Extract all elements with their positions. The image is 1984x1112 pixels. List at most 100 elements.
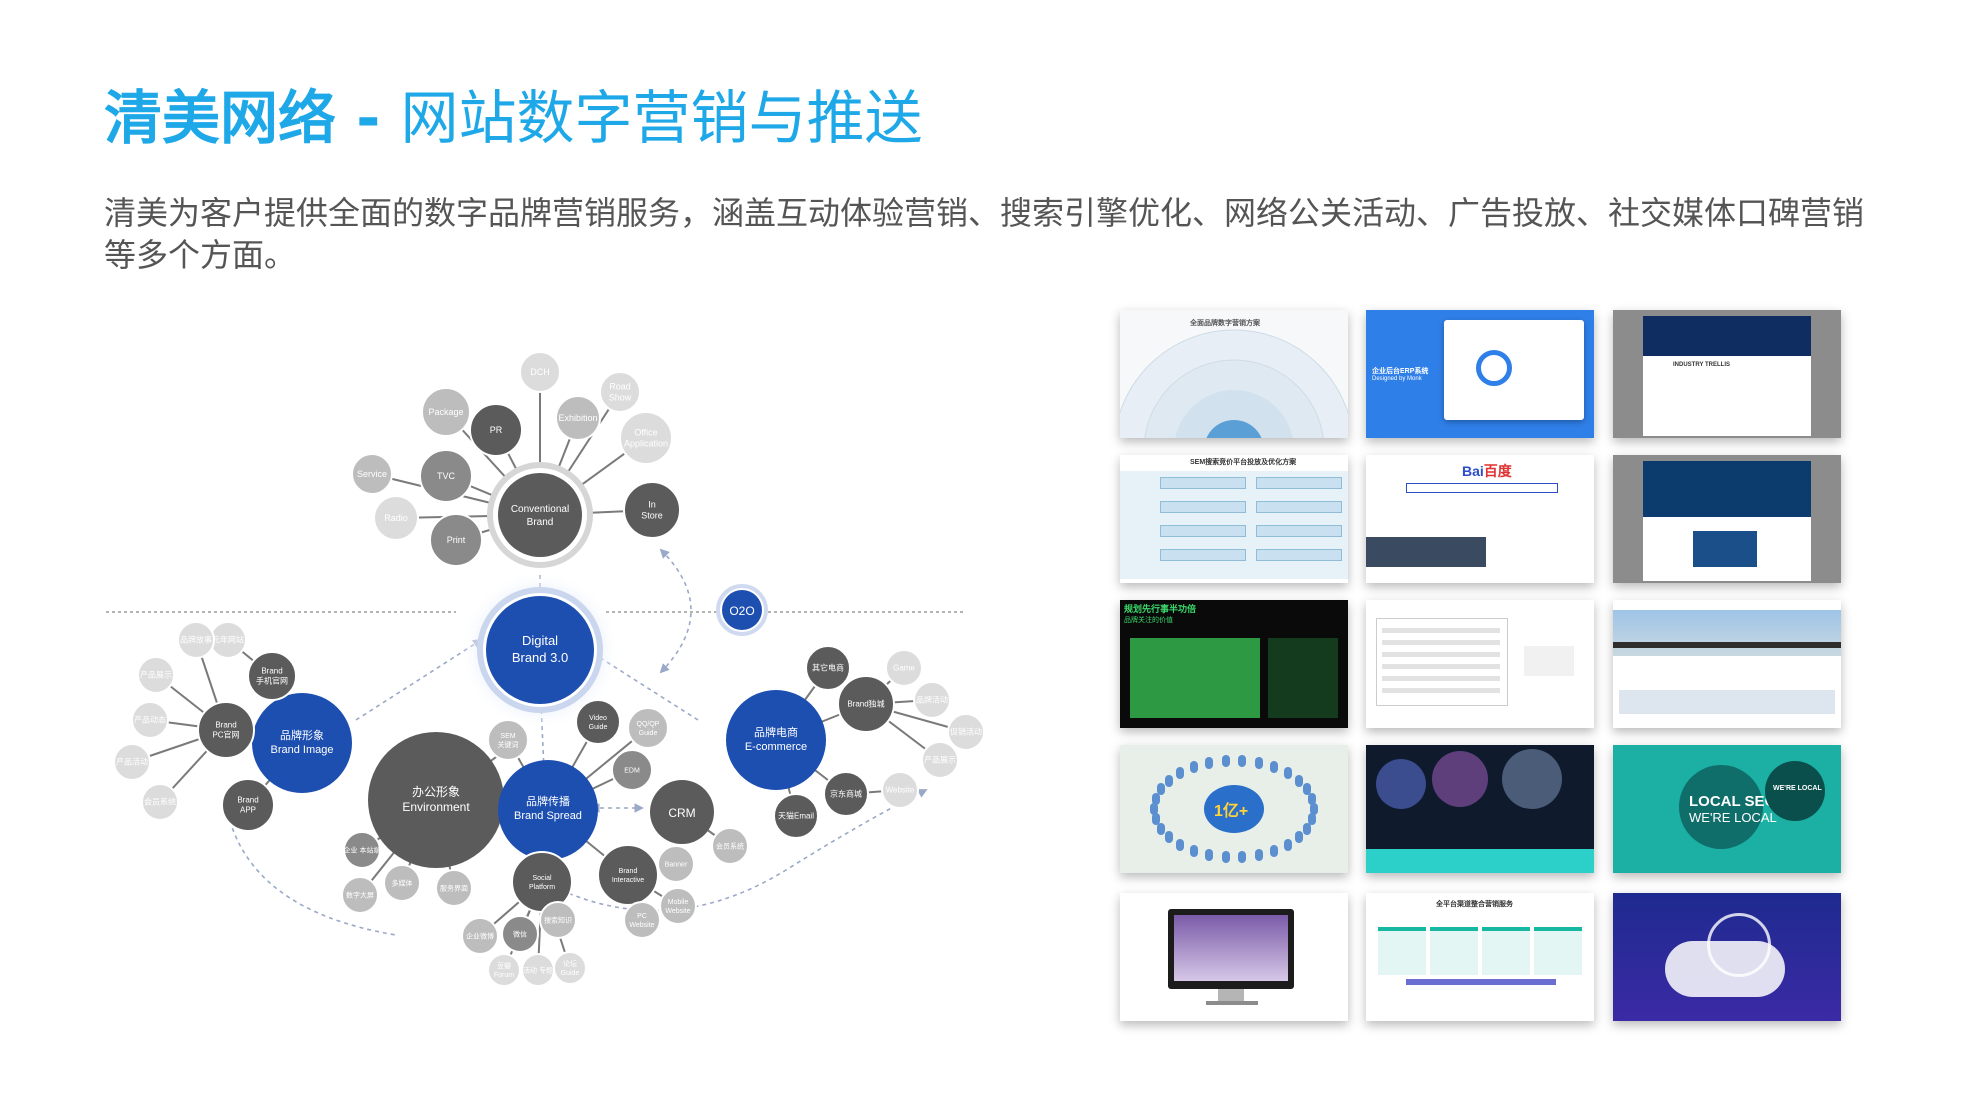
- thumbnail-form-mockup[interactable]: [1366, 600, 1594, 728]
- brand-spread-child-node: 活动 专题: [521, 953, 555, 987]
- conventional-child-node: Radio: [373, 495, 419, 541]
- ecommerce-node: [726, 690, 826, 790]
- thumbnail-monitor-mockup[interactable]: [1120, 893, 1348, 1021]
- satellite-nodes: BrandPC官网Brand手机官网BrandAPP元年网站产品展示品牌故事产品…: [113, 621, 985, 987]
- brand-image-child-node: 产品动态: [131, 701, 169, 739]
- brand-spread-child-node: EDM: [611, 749, 653, 791]
- ecommerce-child-node: 京东商城: [823, 771, 869, 817]
- thumbnail-sem-strategy-table[interactable]: SEM搜索竞价平台投放及优化方案: [1120, 455, 1348, 583]
- brand-spread-child-node-label: 企业微博: [466, 931, 494, 940]
- thumbnail-circular-infographic[interactable]: 全面品牌数字营销方案: [1120, 310, 1348, 438]
- thumbnail-service-table[interactable]: 全平台渠道整合营销服务: [1366, 893, 1594, 1021]
- center-line2: Brand 3.0: [512, 650, 568, 665]
- thumbnail-caption: INDUSTRY TRELLIS: [1673, 362, 1731, 368]
- thumbnail-baidu-search[interactable]: Bai百度: [1366, 455, 1594, 583]
- thumbnail-event-photos[interactable]: [1366, 745, 1594, 873]
- conventional-child-node: Service: [351, 453, 393, 495]
- ecommerce-child-node-label: Website: [886, 786, 915, 795]
- brand-image-line2: Brand Image: [271, 744, 334, 756]
- ecommerce-child-node-label: 产品展示: [924, 755, 956, 765]
- brand-spread-child-node-label: 论坛: [563, 959, 577, 968]
- conventional-child-node-label: Office: [634, 428, 657, 438]
- brand-spread-child-node: 搜索知识: [539, 901, 577, 939]
- brand-spread-child-node-label: Social: [532, 875, 552, 882]
- thumbnail-cloud-art[interactable]: [1613, 893, 1841, 1021]
- title-rest: 网站数字营销与推送: [400, 84, 923, 152]
- brand-spread-child-node: 微信: [501, 915, 539, 953]
- brand-spread-child-node-label: 搜索知识: [544, 915, 572, 924]
- brand-spread-child-node: 企业微博: [461, 917, 499, 955]
- digital-brand-node: [486, 596, 594, 704]
- environment-child-node: 多媒体: [383, 864, 421, 902]
- page-title: 清美网络 - 网站数字营销与推送: [104, 80, 923, 156]
- brand-spread-child-node-label: Mobile: [668, 899, 689, 906]
- environment-child-node: 企业 本站端: [343, 831, 381, 869]
- thumbnail-caption: 全平台渠道整合营销服务: [1436, 901, 1513, 908]
- conventional-child-node: Exhibition: [555, 395, 601, 441]
- ecommerce-child-node: 产品展示: [921, 741, 959, 779]
- environment-line1: 办公形象: [412, 784, 460, 799]
- environment-child-node-label: 服务界面: [440, 883, 468, 892]
- thumbnail-caption: 规划先行事半功倍品牌关注的价值: [1124, 604, 1197, 624]
- ecommerce-child-node-label: Brand独城: [847, 699, 884, 709]
- o2o-node: [722, 590, 762, 630]
- brand-image-child-node: 会员系统: [141, 783, 179, 821]
- thumbnail-city-website[interactable]: [1613, 455, 1841, 583]
- brand-image-child-node-label: 品牌故事: [180, 635, 212, 645]
- thumbnail-green-planning[interactable]: 规划先行事半功倍品牌关注的价值: [1120, 600, 1348, 728]
- conventional-child-node: Print: [429, 513, 483, 567]
- environment-child-node-label: 数字大屏: [346, 890, 374, 899]
- conventional-child-node: PR: [469, 403, 523, 457]
- conventional-child-node-label: DCH: [530, 367, 550, 377]
- brand-image-child-node-label: 产品活动: [116, 757, 148, 767]
- conventional-child-node-label: Package: [428, 407, 463, 417]
- brand-spread-child-node-label: 豆瓣: [497, 961, 511, 970]
- brand-spread-line2: Brand Spread: [514, 810, 582, 822]
- conventional-child-node-label: Radio: [384, 513, 408, 523]
- brand-spread-child-node-label: Brand: [619, 868, 638, 875]
- brand-spread-child-node-label: Platform: [529, 884, 555, 891]
- brand-image-child-node-label: Brand: [237, 796, 258, 805]
- conventional-child-node-label: Show: [609, 393, 632, 403]
- environment-node: [368, 732, 504, 868]
- brand-image-child-node: 品牌故事: [177, 621, 215, 659]
- center-line1: Digital: [522, 633, 558, 648]
- ecommerce-child-node: 品牌活动: [913, 681, 951, 719]
- brand-image-child-node-label: 元年网站: [212, 635, 244, 645]
- brand-image-child-node-label: 会员系统: [144, 797, 176, 807]
- thumbnail-bridge-website[interactable]: [1613, 600, 1841, 728]
- conventional-child-node: Package: [421, 387, 471, 437]
- conventional-child-node-label: Exhibition: [558, 413, 597, 423]
- environment-child-node-label: 企业 本站端: [344, 845, 381, 854]
- brand-spread-line1: 品牌传播: [526, 794, 570, 808]
- thumbnail-crowd-100m[interactable]: 1亿+: [1120, 745, 1348, 873]
- brand-spread-child-node-label: Website: [629, 922, 654, 929]
- ecommerce-child-node: 其它电商: [805, 645, 851, 691]
- ecommerce-child-node-label: 天猫Email: [778, 811, 814, 821]
- thumbnail-caption: 全面品牌数字营销方案: [1190, 320, 1260, 327]
- ecommerce-child-node-label: 京东商城: [830, 789, 862, 799]
- environment-line2: Environment: [402, 800, 470, 814]
- ecommerce-line1: 品牌电商: [754, 725, 798, 739]
- brand-image-child-node-label: APP: [240, 806, 256, 815]
- thumbnail-industry-website[interactable]: INDUSTRY TRELLIS: [1613, 310, 1841, 438]
- brand-image-child-node-label: 产品动态: [134, 715, 166, 725]
- brand-spread-child-node-label: Website: [665, 908, 690, 915]
- conventional-child-node-label: Road: [609, 382, 631, 392]
- thumbnail-caption: 1亿+: [1214, 803, 1249, 820]
- ecommerce-child-node-label: 其它电商: [812, 663, 844, 673]
- ecommerce-child-node-label: Game: [893, 664, 915, 673]
- brand-image-line1: 品牌形象: [280, 728, 324, 742]
- crm-child-node: 会员系统: [711, 827, 749, 865]
